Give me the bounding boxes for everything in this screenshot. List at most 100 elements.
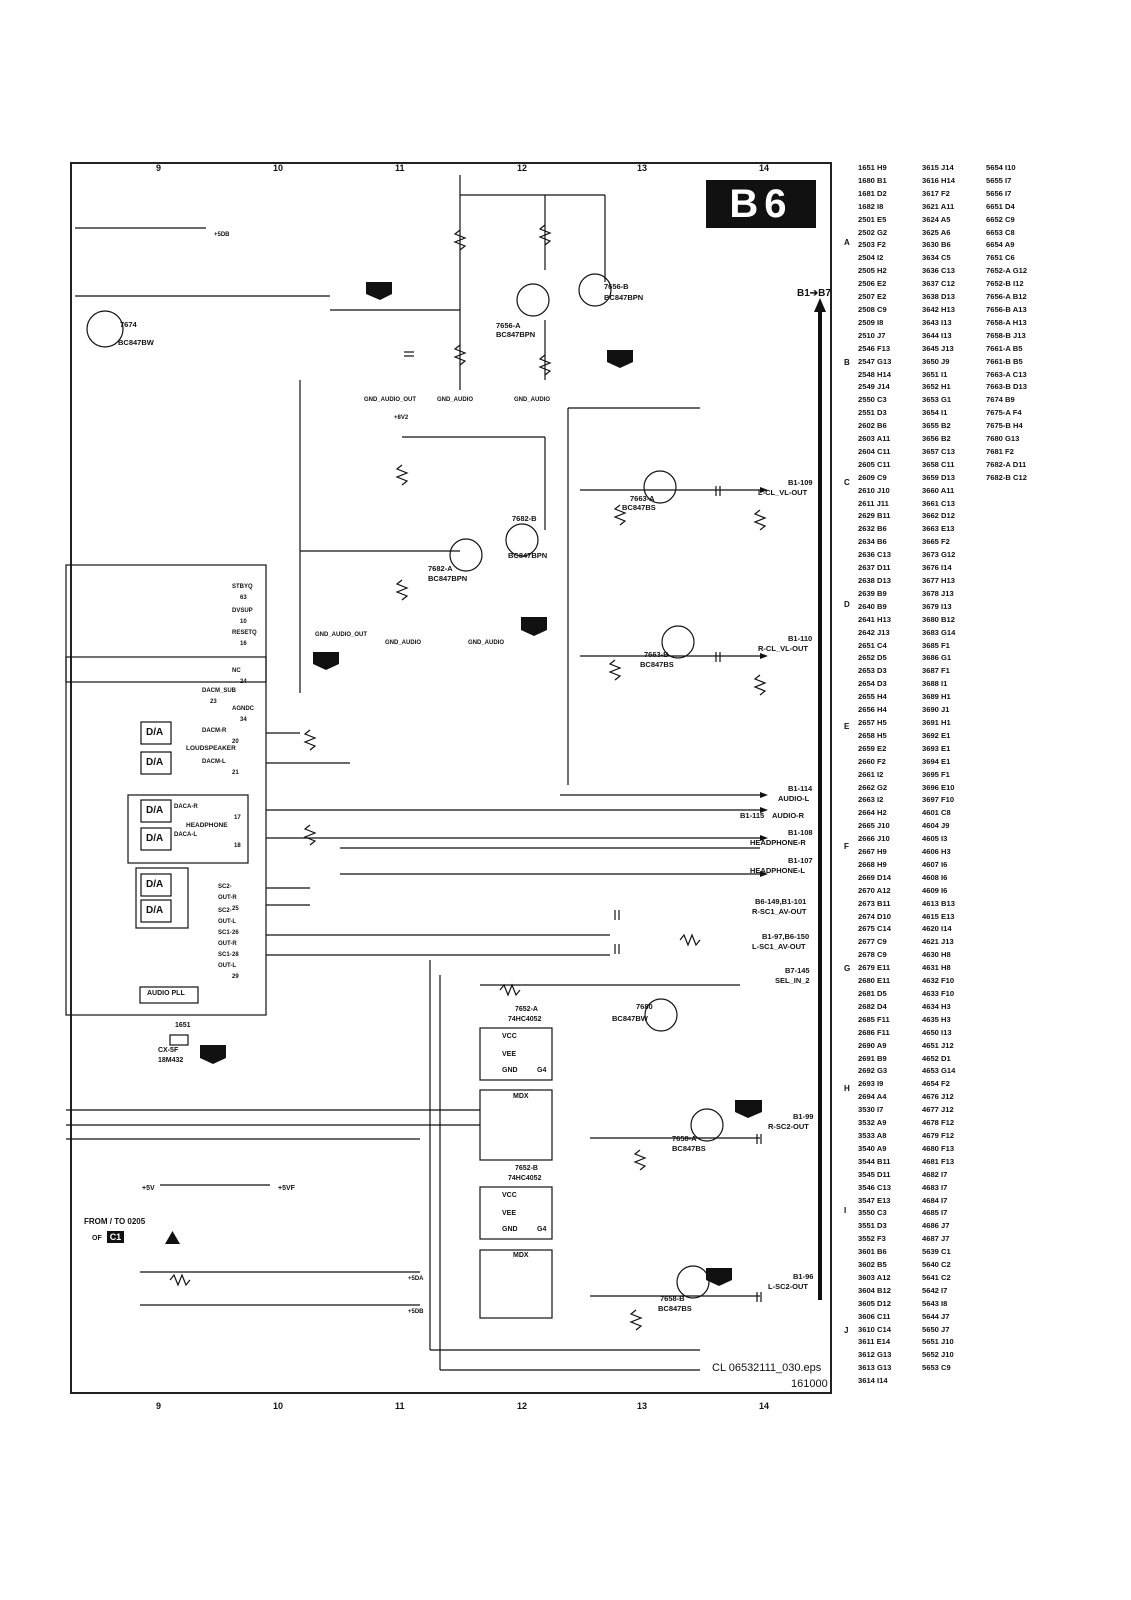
- part-ref-entry: 3689 H1: [922, 692, 951, 702]
- part-ref-entry: 6651 D4: [986, 201, 1015, 211]
- output-ref: B1-109: [788, 478, 813, 487]
- part-ref-entry: 2548 H14: [858, 369, 891, 379]
- part-ref-entry: 2549 J14: [858, 382, 890, 392]
- part-ref-entry: 2504 I2: [858, 253, 884, 263]
- part-ref-entry: 7675-A F4: [986, 408, 1022, 418]
- part-ref-entry: 2674 D10: [858, 911, 891, 921]
- part-ref-entry: 3686 G1: [922, 653, 952, 663]
- transistor-ref: 7682-A: [428, 564, 453, 573]
- column-label: 10: [273, 163, 284, 173]
- part-ref-entry: 6653 C8: [986, 227, 1015, 237]
- part-ref-entry: 3604 B12: [858, 1285, 891, 1295]
- part-ref-entry: 3655 B2: [922, 421, 951, 431]
- part-ref-entry: 5656 I7: [986, 188, 1012, 198]
- supply-label: +5DB: [214, 232, 230, 238]
- part-ref-entry: 2675 C14: [858, 924, 891, 934]
- transistor-type: BC847BS: [622, 503, 656, 512]
- part-ref-entry: 3643 I13: [922, 317, 952, 327]
- part-ref-entry: 3645 J13: [922, 343, 954, 353]
- part-ref-entry: 2657 H5: [858, 717, 887, 727]
- transistor-type: BC847BW: [118, 338, 154, 347]
- part-ref-entry: 3676 I14: [922, 563, 952, 573]
- output-ref: B7-145: [785, 966, 810, 975]
- part-ref-entry: 3605 D12: [858, 1298, 891, 1308]
- ic-pin: STBYQ 63: [232, 584, 253, 601]
- part-ref-entry: 2550 C3: [858, 395, 887, 405]
- output-name: L-CL_VL-OUT: [758, 488, 808, 497]
- part-ref-entry: 3694 E1: [922, 756, 951, 766]
- part-ref-entry: 3661 C13: [922, 498, 955, 508]
- part-ref-entry: 2673 B11: [858, 898, 891, 908]
- part-ref-entry: 2547 G13: [858, 356, 892, 366]
- part-ref-entry: 3680 B12: [922, 614, 955, 624]
- part-ref-entry: 2685 F11: [858, 1014, 890, 1024]
- transistor-ref: 7658-B: [660, 1294, 685, 1303]
- supply-label: GND_AUDIO_OUT: [364, 397, 417, 403]
- part-ref-entry: 3613 G13: [858, 1363, 892, 1373]
- mux-vcc: VCC: [502, 1192, 517, 1199]
- transistor-ref: 7663-A: [630, 494, 655, 503]
- supply-label: +5DB: [408, 1309, 424, 1315]
- part-ref-entry: 2690 A9: [858, 1040, 887, 1050]
- output-name: AUDIO-R: [772, 811, 805, 820]
- ic-pin: DACA-L 18: [174, 832, 241, 849]
- part-ref-entry: 3697 F10: [922, 795, 955, 805]
- part-ref-entry: 3550 C3: [858, 1208, 887, 1218]
- part-ref-entry: 7682-A D11: [986, 459, 1027, 469]
- ic-pin: AGNDC 34: [232, 706, 254, 723]
- ic-pin: SC2-OUT-L 26: [218, 908, 239, 936]
- part-ref-entry: 2651 C4: [858, 640, 887, 650]
- da-block: D/A: [146, 833, 164, 844]
- part-ref-entry: 2605 C11: [858, 459, 891, 469]
- part-ref-entry: 2654 D3: [858, 679, 887, 689]
- part-ref-entry: 5651 J10: [922, 1337, 954, 1347]
- part-ref-entry: 7682-B C12: [986, 472, 1027, 482]
- bus-label: B1➔B7: [797, 288, 831, 299]
- part-ref-entry: 4682 I7: [922, 1169, 948, 1179]
- output-ref: B6-149,B1-101: [755, 897, 807, 906]
- part-ref-entry: 4632 F10: [922, 976, 955, 986]
- part-ref-entry: 3601 B6: [858, 1247, 887, 1257]
- output-name: R-SC1_AV-OUT: [752, 907, 807, 916]
- ic-pin: SC1-OUT-R 28: [218, 930, 239, 958]
- part-ref-entry: 7675-B H4: [986, 421, 1023, 431]
- part-ref-entry: 3652 H1: [922, 382, 951, 392]
- output-name: L-SC2-OUT: [768, 1282, 808, 1291]
- part-ref-entry: 4609 I6: [922, 885, 948, 895]
- part-ref-entry: 3551 D3: [858, 1221, 887, 1231]
- from-to-label: FROM / TO 0205: [84, 1217, 146, 1226]
- transistor-ref: 7656-A: [496, 321, 521, 330]
- transistor-type: BC847BW: [612, 1014, 648, 1023]
- supply-label: +5VF: [278, 1185, 295, 1192]
- part-ref-entry: 3630 B6: [922, 240, 951, 250]
- part-ref-entry: 7663-B D13: [986, 382, 1027, 392]
- transistor-type: BC847BPN: [604, 293, 644, 302]
- da-block: D/A: [146, 727, 164, 738]
- column-label: 11: [395, 1401, 405, 1411]
- part-ref-entry: 2663 I2: [858, 795, 884, 805]
- part-ref-entry: 2659 E2: [858, 743, 887, 753]
- part-ref-entry: 2682 D4: [858, 1001, 887, 1011]
- part-ref-entry: 2639 B9: [858, 588, 887, 598]
- part-ref-entry: 4680 F13: [922, 1143, 955, 1153]
- part-ref-entry: 2679 E11: [858, 963, 891, 973]
- part-ref-entry: 4684 I7: [922, 1195, 948, 1205]
- part-ref-entry: 2642 J13: [858, 627, 890, 637]
- part-ref-entry: 4621 J13: [922, 937, 954, 947]
- column-label: 14: [759, 163, 770, 173]
- part-ref-entry: 7663-A C13: [986, 369, 1027, 379]
- output-name: R-CL_VL-OUT: [758, 644, 808, 653]
- supply-label: GND_AUDIO: [437, 397, 474, 403]
- transistor-type: BC847BS: [640, 660, 674, 669]
- transistor-type: BC847BPN: [508, 551, 548, 560]
- part-ref-entry: 4677 J12: [922, 1105, 954, 1115]
- output-ref: B1-114: [788, 784, 813, 793]
- part-ref-entry: 5643 I8: [922, 1298, 948, 1308]
- part-ref-entry: 2661 I2: [858, 769, 884, 779]
- headphone-label: HEADPHONE: [186, 822, 228, 829]
- row-label: C: [844, 478, 850, 487]
- part-ref-entry: 3692 E1: [922, 730, 951, 740]
- part-ref-entry: 3636 C13: [922, 266, 955, 276]
